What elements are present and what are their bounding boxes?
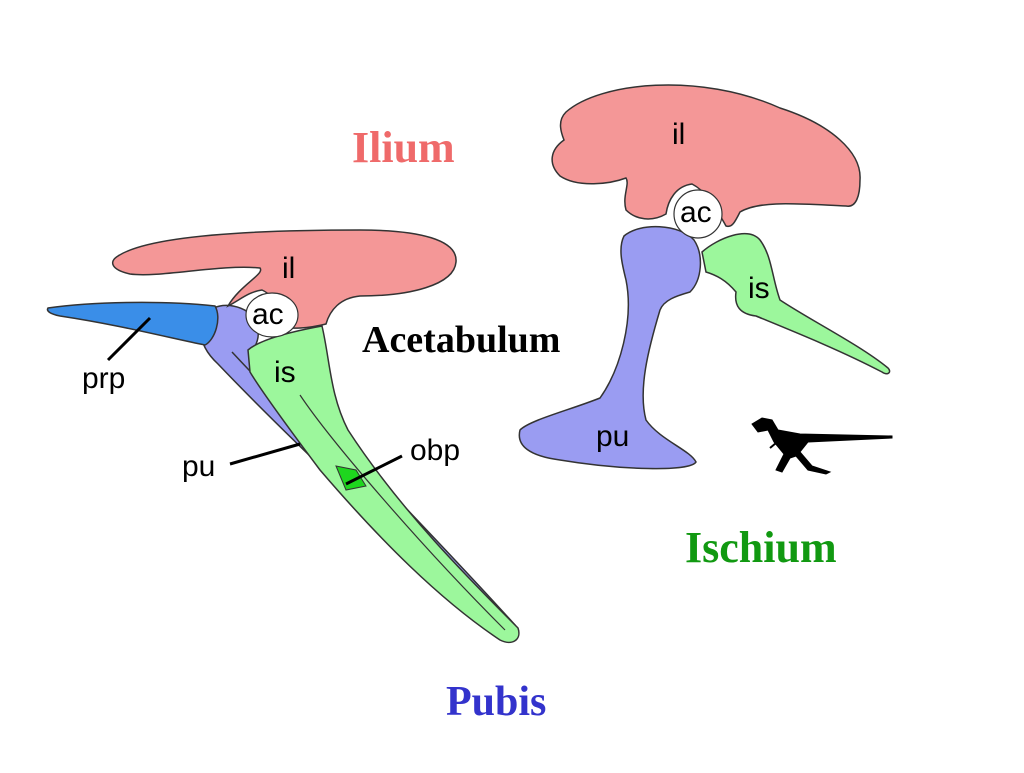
right-acetabulum-hole: [673, 189, 723, 239]
left-label-is: is: [274, 356, 296, 389]
left-label-obp: obp: [410, 434, 460, 467]
left-ilium-shape: [111, 229, 457, 329]
left-obturator-shape: [335, 465, 367, 491]
left-ischium-shape: [247, 325, 520, 644]
left-label-il: il: [282, 252, 295, 285]
right-label-il: il: [672, 118, 685, 151]
left-prepubis-shape: [46, 301, 219, 346]
left-acetabulum-hole: [245, 292, 299, 338]
title-pubis: Pubis: [446, 679, 547, 725]
dinosaur-silhouette-icon: [751, 417, 893, 475]
left-label-pu: pu: [182, 450, 215, 483]
right-pelvis: il ac is pu: [518, 84, 891, 470]
left-pelvis: il ac is prp pu obp: [46, 229, 520, 644]
left-label-ac: ac: [252, 298, 284, 331]
right-ischium-shape: [701, 233, 891, 375]
right-label-ac: ac: [680, 196, 712, 229]
title-ilium: Ilium: [352, 123, 455, 172]
left-label-prp: prp: [82, 362, 125, 395]
right-pubis-shape: [518, 226, 702, 470]
right-label-pu: pu: [596, 420, 629, 453]
right-label-is: is: [748, 272, 770, 305]
title-acetabulum: Acetabulum: [362, 319, 561, 361]
title-ischium: Ischium: [685, 523, 837, 572]
